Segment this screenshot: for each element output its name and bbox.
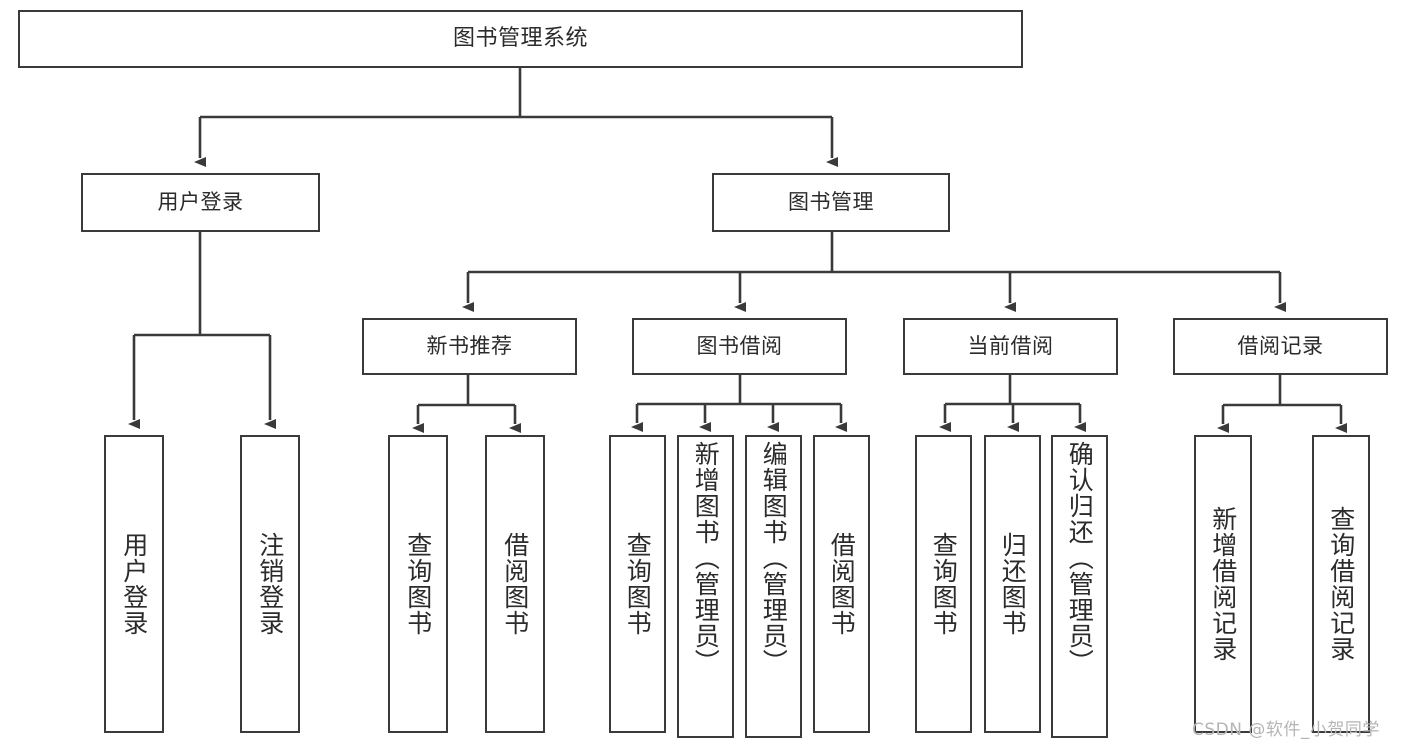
leaf-current-confirm-return-admin[interactable]: 确认归还（管理员） bbox=[1051, 435, 1108, 738]
node-borrow-record[interactable]: 借阅记录 bbox=[1173, 318, 1388, 375]
node-book-borrow[interactable]: 图书借阅 bbox=[632, 318, 847, 375]
node-new-book-recommend[interactable]: 新书推荐 bbox=[362, 318, 577, 375]
leaf-user-logout[interactable]: 注销登录 bbox=[240, 435, 300, 733]
leaf-recommend-borrow-book[interactable]: 借阅图书 bbox=[485, 435, 545, 733]
node-label: 查询图书 bbox=[929, 532, 959, 636]
node-label: 图书借阅 bbox=[696, 334, 783, 358]
leaf-borrow-add-book-admin[interactable]: 新增图书（管理员） bbox=[677, 435, 734, 738]
node-book-management[interactable]: 图书管理 bbox=[712, 173, 950, 232]
node-label: 借阅记录 bbox=[1237, 334, 1324, 358]
node-label: 查询图书 bbox=[623, 532, 653, 636]
node-current-borrow[interactable]: 当前借阅 bbox=[903, 318, 1118, 375]
node-label: 用户登录 bbox=[157, 190, 244, 214]
node-label: 借阅图书 bbox=[500, 532, 530, 636]
leaf-borrow-query-book[interactable]: 查询图书 bbox=[609, 435, 666, 733]
node-label: 当前借阅 bbox=[967, 334, 1054, 358]
node-label: 新增图书（管理员） bbox=[691, 441, 721, 675]
node-label: 新书推荐 bbox=[426, 334, 513, 358]
leaf-record-add-borrow-record[interactable]: 新增借阅记录 bbox=[1194, 435, 1252, 733]
node-label: 注销登录 bbox=[255, 532, 285, 636]
node-root-system[interactable]: 图书管理系统 bbox=[18, 10, 1023, 68]
node-label: 编辑图书（管理员） bbox=[759, 441, 789, 675]
node-label: 用户登录 bbox=[119, 532, 149, 636]
leaf-record-query-borrow-record[interactable]: 查询借阅记录 bbox=[1312, 435, 1370, 733]
leaf-recommend-query-book[interactable]: 查询图书 bbox=[388, 435, 448, 733]
node-label: 归还图书 bbox=[998, 532, 1028, 636]
watermark-text: CSDN @软件_小贺同学 bbox=[1192, 720, 1380, 740]
node-label: 查询图书 bbox=[403, 532, 433, 636]
node-label: 图书管理 bbox=[788, 190, 874, 214]
leaf-current-return-book[interactable]: 归还图书 bbox=[984, 435, 1041, 733]
leaf-borrow-borrow-book[interactable]: 借阅图书 bbox=[813, 435, 870, 733]
leaf-current-query-book[interactable]: 查询图书 bbox=[915, 435, 972, 733]
node-label: 图书管理系统 bbox=[452, 26, 588, 51]
node-label: 确认归还（管理员） bbox=[1065, 441, 1095, 675]
node-label: 查询借阅记录 bbox=[1326, 506, 1356, 662]
leaf-borrow-edit-book-admin[interactable]: 编辑图书（管理员） bbox=[745, 435, 802, 738]
node-user-login[interactable]: 用户登录 bbox=[81, 173, 320, 232]
node-label: 借阅图书 bbox=[827, 532, 857, 636]
leaf-user-login[interactable]: 用户登录 bbox=[104, 435, 164, 733]
node-label: 新增借阅记录 bbox=[1208, 506, 1238, 662]
